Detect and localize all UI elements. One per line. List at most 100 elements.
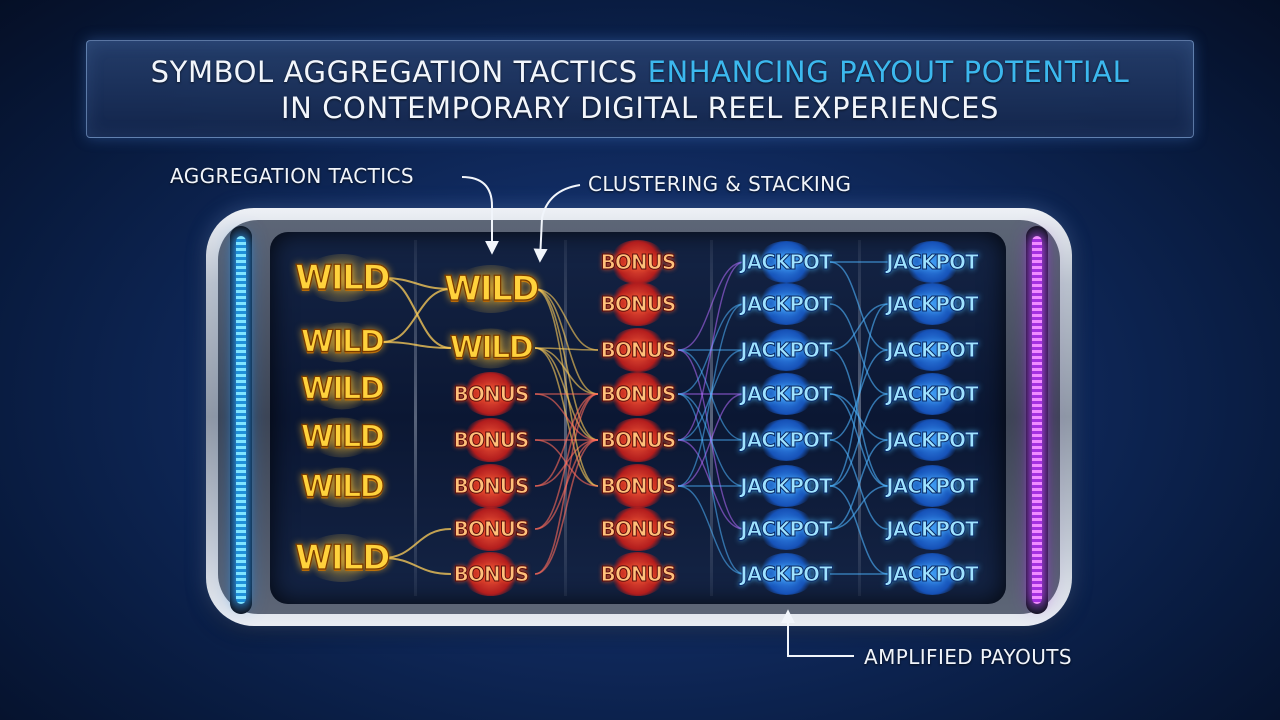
bonus-symbol: BONUS [600,328,677,372]
jackpot-symbol-plate [757,419,815,461]
jackpot-symbol: JACKPOT [886,329,979,371]
jackpot-symbol: JACKPOT [740,241,833,283]
title-line-1: SYMBOL AGGREGATION TACTICS ENHANCING PAY… [87,55,1193,89]
jackpot-symbol-label: JACKPOT [886,517,979,542]
jackpot-symbol-label: JACKPOT [740,562,833,587]
bonus-symbol-label: BONUS [453,562,530,587]
wild-symbol-label: WILD [300,419,385,455]
jackpot-symbol-plate [757,241,815,283]
jackpot-symbol-plate [903,508,961,550]
wild-symbol-plate [310,369,374,409]
jackpot-symbol: JACKPOT [886,419,979,461]
jackpot-symbol: JACKPOT [886,283,979,325]
wild-symbol-label: WILD [449,330,534,366]
jackpot-symbol-label: JACKPOT [886,250,979,275]
bonus-symbol-plate [608,372,667,416]
bonus-symbol-label: BONUS [453,428,530,453]
wild-symbol: WILD [294,254,391,302]
jackpot-symbol: JACKPOT [740,283,833,325]
jackpot-symbol: JACKPOT [740,329,833,371]
left-light-glow [236,236,246,604]
bonus-symbol-plate [461,507,520,551]
jackpot-symbol-label: JACKPOT [740,292,833,317]
bonus-symbol-label: BONUS [600,250,677,275]
bonus-symbol-plate [461,418,520,462]
reel-divider [564,240,567,596]
jackpot-symbol: JACKPOT [886,553,979,595]
bonus-symbol-label: BONUS [453,474,530,499]
jackpot-symbol-plate [757,465,815,507]
bonus-symbol-plate [608,328,667,372]
callout-amplified-payouts: AMPLIFIED PAYOUTS [864,645,1072,669]
wild-symbol-label: WILD [300,371,385,407]
wild-symbol-plate [310,417,374,457]
bonus-symbol-label: BONUS [453,382,530,407]
bonus-symbol-label: BONUS [600,292,677,317]
jackpot-symbol-label: JACKPOT [886,474,979,499]
jackpot-symbol-plate [903,419,961,461]
wild-symbol-label: WILD [443,268,540,309]
jackpot-symbol-label: JACKPOT [740,474,833,499]
wild-symbol: WILD [449,328,534,368]
bonus-symbol-label: BONUS [600,562,677,587]
bonus-symbol: BONUS [453,464,530,508]
wild-symbol-plate [459,328,523,368]
jackpot-symbol-plate [757,508,815,550]
bonus-symbol-label: BONUS [600,382,677,407]
jackpot-symbol: JACKPOT [886,241,979,283]
title-line-2: IN CONTEMPORARY DIGITAL REEL EXPERIENCES [280,91,1000,125]
jackpot-symbol-plate [757,373,815,415]
title-banner: SYMBOL AGGREGATION TACTICS ENHANCING PAY… [86,40,1194,138]
bonus-symbol-plate [608,464,667,508]
jackpot-symbol: JACKPOT [740,465,833,507]
wild-symbol: WILD [300,369,385,409]
bonus-symbol: BONUS [600,418,677,462]
bonus-symbol-plate [608,507,667,551]
bonus-symbol-plate [461,464,520,508]
reel-divider [414,240,417,596]
bonus-symbol: BONUS [600,507,677,551]
jackpot-symbol-plate [757,329,815,371]
bonus-symbol: BONUS [600,240,677,284]
wild-symbol-plate [310,467,374,507]
jackpot-symbol: JACKPOT [740,553,833,595]
bonus-symbol-label: BONUS [600,338,677,363]
bonus-symbol: BONUS [600,464,677,508]
wild-symbol-label: WILD [300,324,385,360]
bonus-symbol: BONUS [600,372,677,416]
reel-divider [710,240,713,596]
bonus-symbol-label: BONUS [600,474,677,499]
jackpot-symbol-label: JACKPOT [886,562,979,587]
jackpot-symbol: JACKPOT [740,373,833,415]
jackpot-symbol-plate [757,553,815,595]
callout-aggregation-tactics: AGGREGATION TACTICS [170,164,414,188]
jackpot-symbol-label: JACKPOT [740,517,833,542]
jackpot-symbol: JACKPOT [886,465,979,507]
bonus-symbol-plate [608,552,667,596]
bonus-symbol: BONUS [453,372,530,416]
jackpot-symbol-plate [903,329,961,371]
right-light-glow [1032,236,1042,604]
bonus-symbol-label: BONUS [453,517,530,542]
wild-symbol-plate [450,265,531,313]
callout-clustering-stacking: CLUSTERING & STACKING [588,172,852,196]
wild-symbol: WILD [294,534,391,582]
wild-symbol-plate [310,322,374,362]
wild-symbol-plate [301,254,382,302]
bonus-symbol-plate [608,240,667,284]
bonus-symbol: BONUS [600,552,677,596]
jackpot-symbol-label: JACKPOT [886,338,979,363]
jackpot-symbol-label: JACKPOT [886,382,979,407]
bonus-symbol: BONUS [453,507,530,551]
bonus-symbol-label: BONUS [600,517,677,542]
bonus-symbol-plate [461,372,520,416]
title-highlight: ENHANCING PAYOUT POTENTIAL [647,55,1130,89]
bonus-symbol-plate [461,552,520,596]
jackpot-symbol-plate [903,465,961,507]
bonus-symbol-plate [608,418,667,462]
jackpot-symbol: JACKPOT [886,373,979,415]
left-light-bar [230,226,252,614]
jackpot-symbol-label: JACKPOT [740,428,833,453]
jackpot-symbol: JACKPOT [886,508,979,550]
jackpot-symbol-label: JACKPOT [740,338,833,363]
